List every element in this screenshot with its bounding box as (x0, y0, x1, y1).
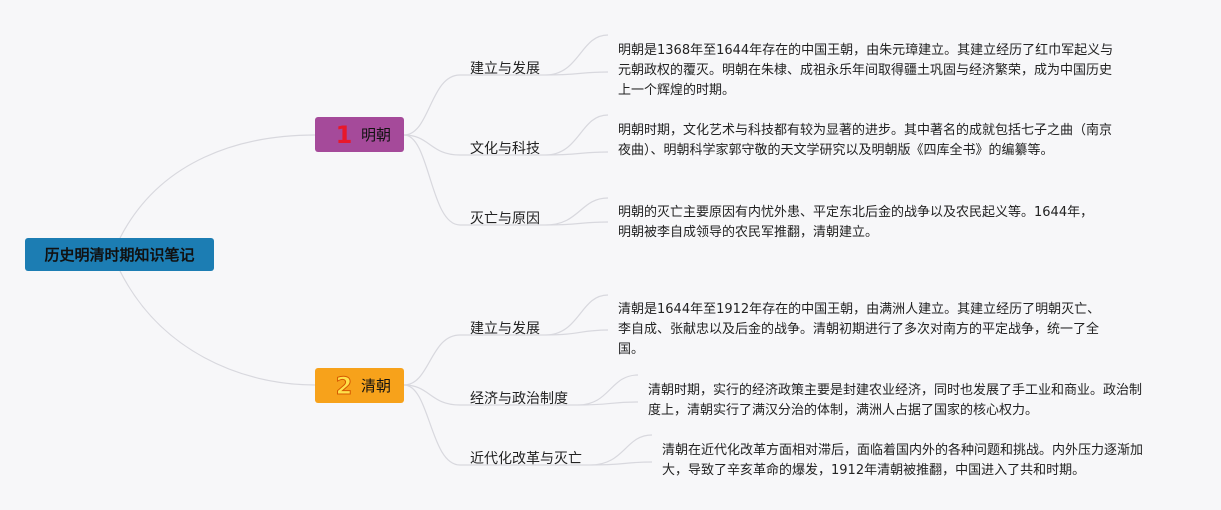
number-1-icon: 1 (335, 120, 353, 149)
link-ming-3 (403, 134, 545, 226)
branch-qing[interactable]: 2 清朝 (315, 368, 404, 403)
branch-label-qing: 清朝 (361, 377, 392, 395)
link-desc-m2 (544, 114, 609, 156)
desc-qing-reform: 清朝在近代化改革方面相对滞后，面临着国内外的各种问题和挑战。内外压力逐渐加大，导… (662, 443, 1144, 478)
number-2-icon: 2 (335, 371, 353, 400)
link-desc-q2 (577, 374, 639, 406)
root-node[interactable]: 历史明清时期知识笔记 (25, 238, 214, 271)
desc-qing-founding: 清朝是1644年至1912年存在的中国王朝，由满洲人建立。其建立经历了明朝灭亡、… (618, 302, 1101, 357)
link-root-ming (119, 134, 316, 239)
desc-ming-fall: 明朝的灭亡主要原因有内忧外患、平定东北后金的战争以及农民起义等。1644年，明朝… (618, 205, 1094, 240)
link-desc-q1 (544, 294, 609, 336)
link-desc-q3 (589, 434, 653, 466)
link-desc-m1 (544, 34, 609, 76)
desc-ming-founding: 明朝是1368年至1644年存在的中国王朝，由朱元璋建立。其建立经历了红巾军起义… (618, 43, 1114, 98)
topic-qing-founding[interactable]: 建立与发展 (470, 321, 540, 337)
link-ming-1 (403, 74, 545, 136)
root-title: 历史明清时期知识笔记 (44, 246, 195, 264)
link-qing-2 (403, 384, 578, 406)
link-desc-m3 (544, 197, 609, 226)
topic-qing-reform[interactable]: 近代化改革与灭亡 (470, 451, 582, 467)
desc-ming-culture: 明朝时期，文化艺术与科技都有较为显著的进步。其中著名的成就包括七子之曲（南京夜曲… (618, 123, 1113, 158)
link-qing-1 (403, 334, 545, 386)
link-qing-3 (403, 384, 590, 466)
topic-ming-founding[interactable]: 建立与发展 (470, 61, 540, 77)
topic-qing-economy[interactable]: 经济与政治制度 (470, 391, 568, 407)
branch-label-ming: 明朝 (361, 126, 392, 144)
branch-ming[interactable]: 1 明朝 (315, 117, 404, 152)
link-root-qing (119, 270, 316, 386)
desc-qing-economy: 清朝时期，实行的经济政策主要是封建农业经济，同时也发展了手工业和商业。政治制度上… (648, 383, 1143, 418)
topic-ming-culture[interactable]: 文化与科技 (470, 141, 540, 157)
topic-ming-fall[interactable]: 灭亡与原因 (470, 211, 540, 227)
link-ming-2 (403, 134, 545, 156)
